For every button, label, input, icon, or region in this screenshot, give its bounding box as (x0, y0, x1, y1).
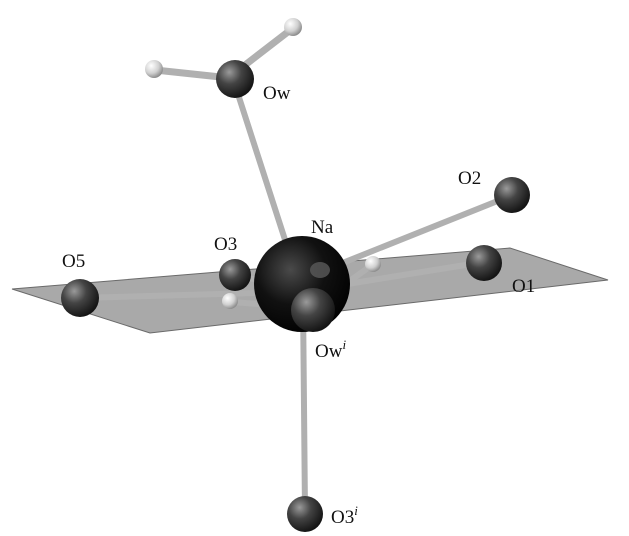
bond-na-o3i (300, 297, 308, 515)
label-o3i-base: O3 (331, 507, 354, 528)
oxygen-atom-ow (216, 60, 254, 98)
label-ow: Ow (263, 83, 291, 104)
hydrogen-atom-ow-top (284, 18, 302, 36)
hydrogen-atom-owi-right (365, 256, 381, 272)
label-o1: O1 (512, 276, 535, 297)
hydrogen-atom-owi-left (222, 293, 238, 309)
label-owi-sup: i (342, 337, 346, 352)
label-o3i-sup: i (354, 503, 358, 518)
oxygen-atom-owi (291, 288, 335, 332)
label-o2: O2 (458, 168, 481, 189)
oxygen-atom-o3 (219, 259, 251, 291)
label-o5: O5 (62, 251, 85, 272)
label-owi-base: Ow (315, 341, 343, 362)
oxygen-atom-o5 (61, 279, 99, 317)
hydrogen-atom-ow-left (145, 60, 163, 78)
oxygen-atom-o1 (466, 245, 502, 281)
label-owi: Owi (315, 337, 346, 362)
label-o3: O3 (214, 234, 237, 255)
oxygen-atom-o2 (494, 177, 530, 213)
label-o3i: O3i (331, 503, 358, 528)
sodium-highlight (310, 262, 330, 278)
oxygen-atom-o3i (287, 496, 323, 532)
label-na: Na (311, 217, 334, 238)
